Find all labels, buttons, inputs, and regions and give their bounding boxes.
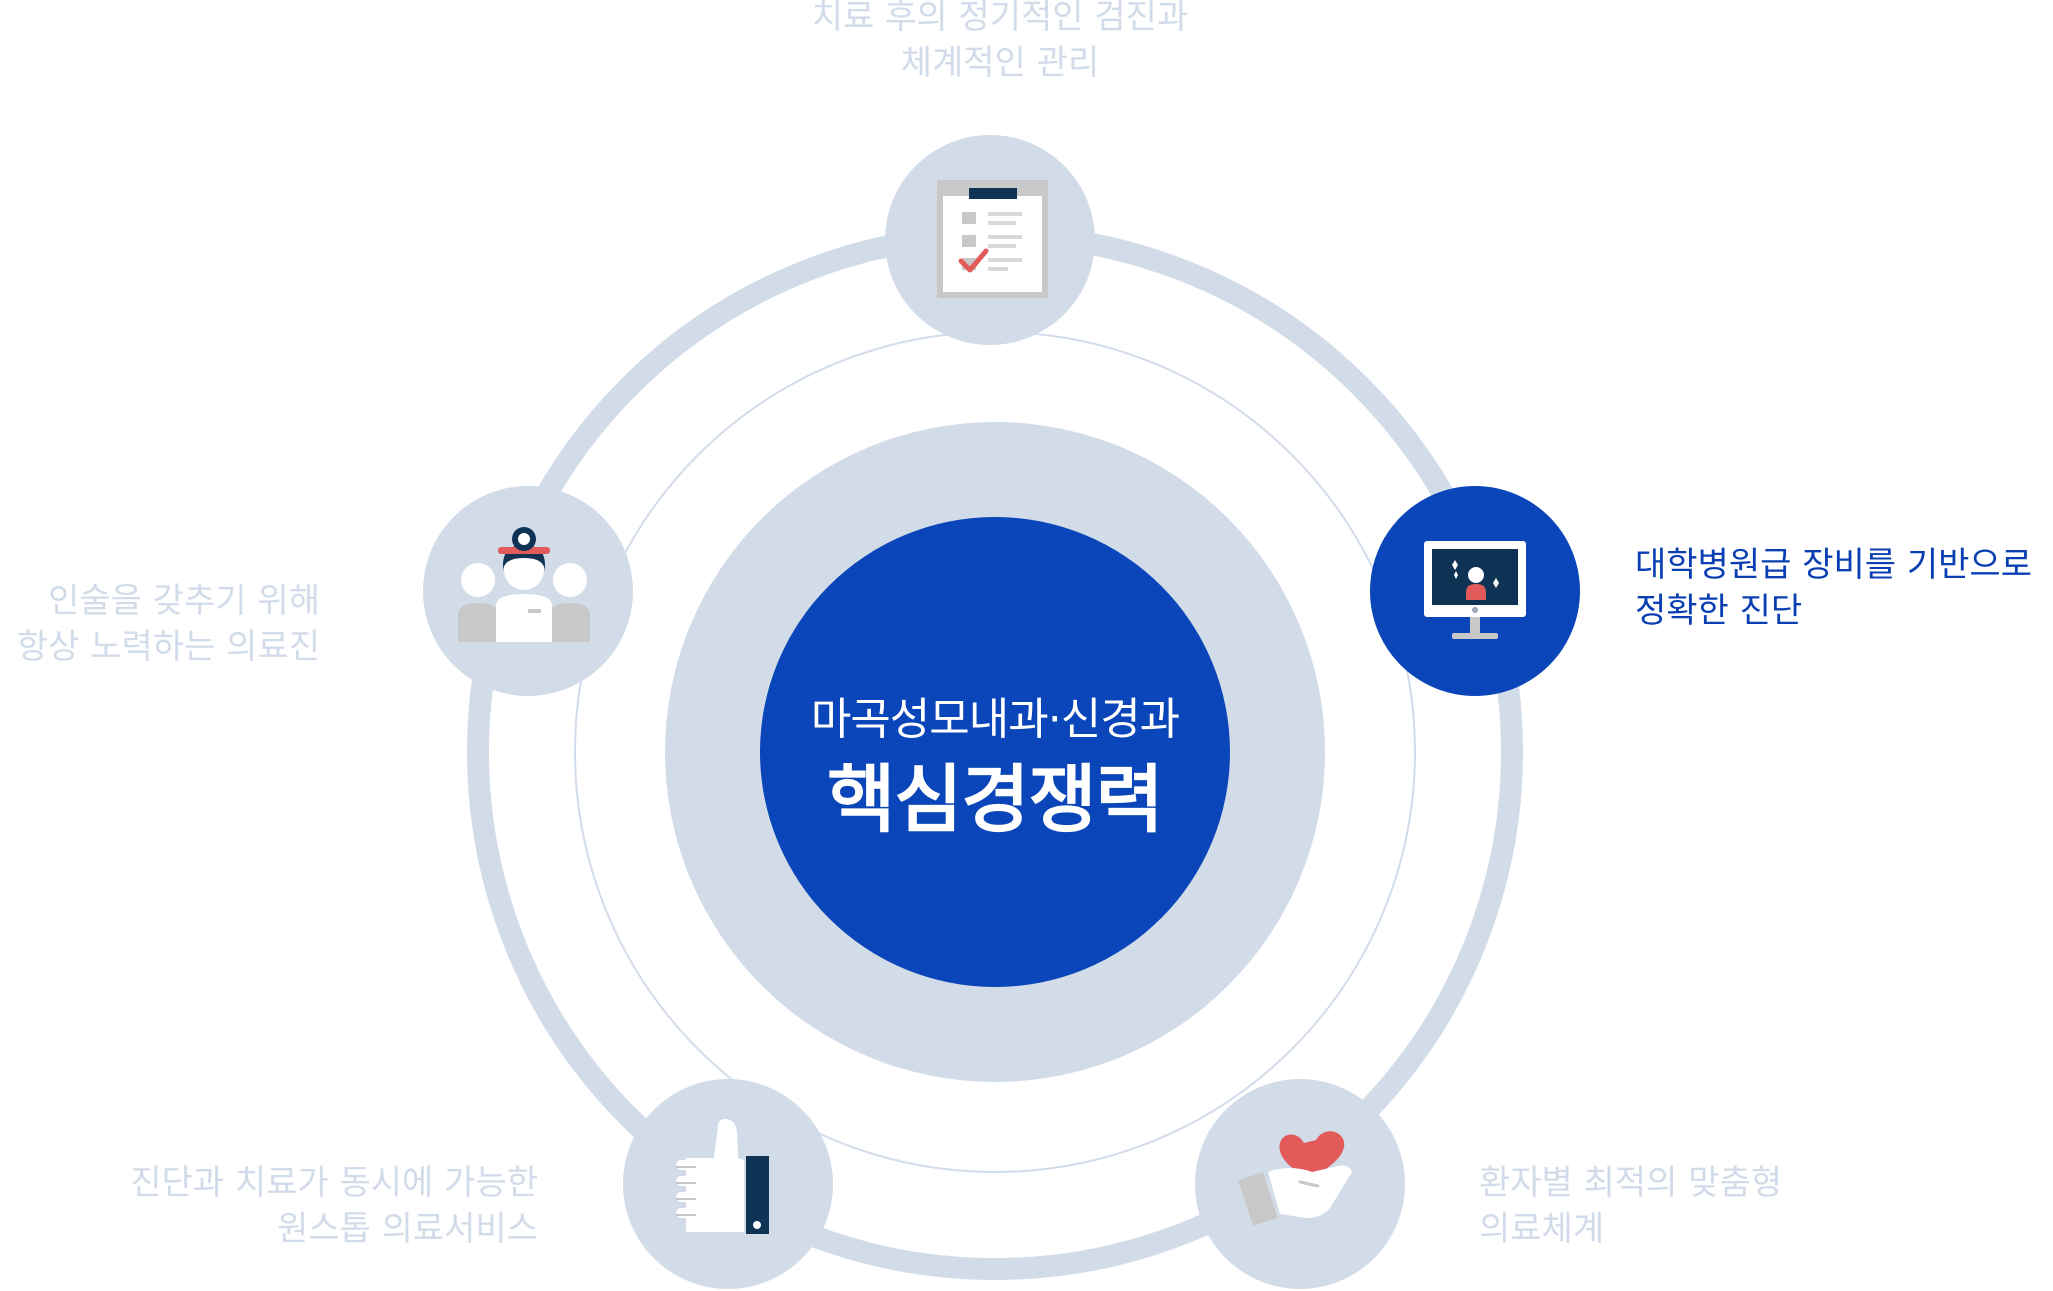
caption-bottom-right-line1: 환자별 최적의 맞춤형 [1479,1163,1783,1203]
medical-staff-icon [458,527,590,642]
caption-top-line1: 치료 후의 정기적인 검진과 [811,0,1189,37]
node-top[interactable] [885,135,1095,345]
node-right[interactable] [1370,486,1580,696]
thumbs-up-icon [676,1118,769,1234]
caption-right: 대학병원급 장비를 기반으로 정확한 진단 [1635,542,2032,634]
caption-left-line1: 인술을 갖추기 위해 [48,581,320,621]
caption-bottom-right: 환자별 최적의 맞춤형 의료체계 [1479,1160,1782,1252]
caption-bottom-right-line2: 의료체계 [1479,1209,1605,1249]
node-left-circle [423,486,633,696]
node-bottom-left[interactable] [623,1079,833,1289]
caption-bottom-left: 진단과 치료가 동시에 가능한 원스톱 의료서비스 [60,1160,538,1252]
monitor-icon [1424,541,1526,639]
node-left[interactable] [423,486,633,696]
caption-top: 치료 후의 정기적인 검진과 체계적인 관리 [700,0,1300,86]
node-bottom-right[interactable] [1195,1079,1405,1289]
caption-bottom-left-line2: 원스톱 의료서비스 [276,1209,538,1249]
caption-top-line2: 체계적인 관리 [900,43,1100,83]
heart-hand-icon [1238,1131,1352,1226]
center-core [760,517,1230,987]
caption-bottom-left-line1: 진단과 치료가 동시에 가능한 [130,1163,538,1203]
caption-left: 인술을 갖추기 위해 항상 노력하는 의료진 [0,578,320,670]
center-subtitle: 마곡성모내과·신경과 [810,694,1180,745]
center-label: 마곡성모내과·신경과 핵심경쟁력 [760,690,1230,846]
center-title: 핵심경쟁력 [827,757,1163,843]
caption-right-line2: 정확한 진단 [1635,591,1803,631]
clipboard-check-icon [937,180,1048,298]
caption-right-line1: 대학병원급 장비를 기반으로 [1635,545,2032,585]
caption-left-line2: 항상 노력하는 의료진 [16,627,320,667]
